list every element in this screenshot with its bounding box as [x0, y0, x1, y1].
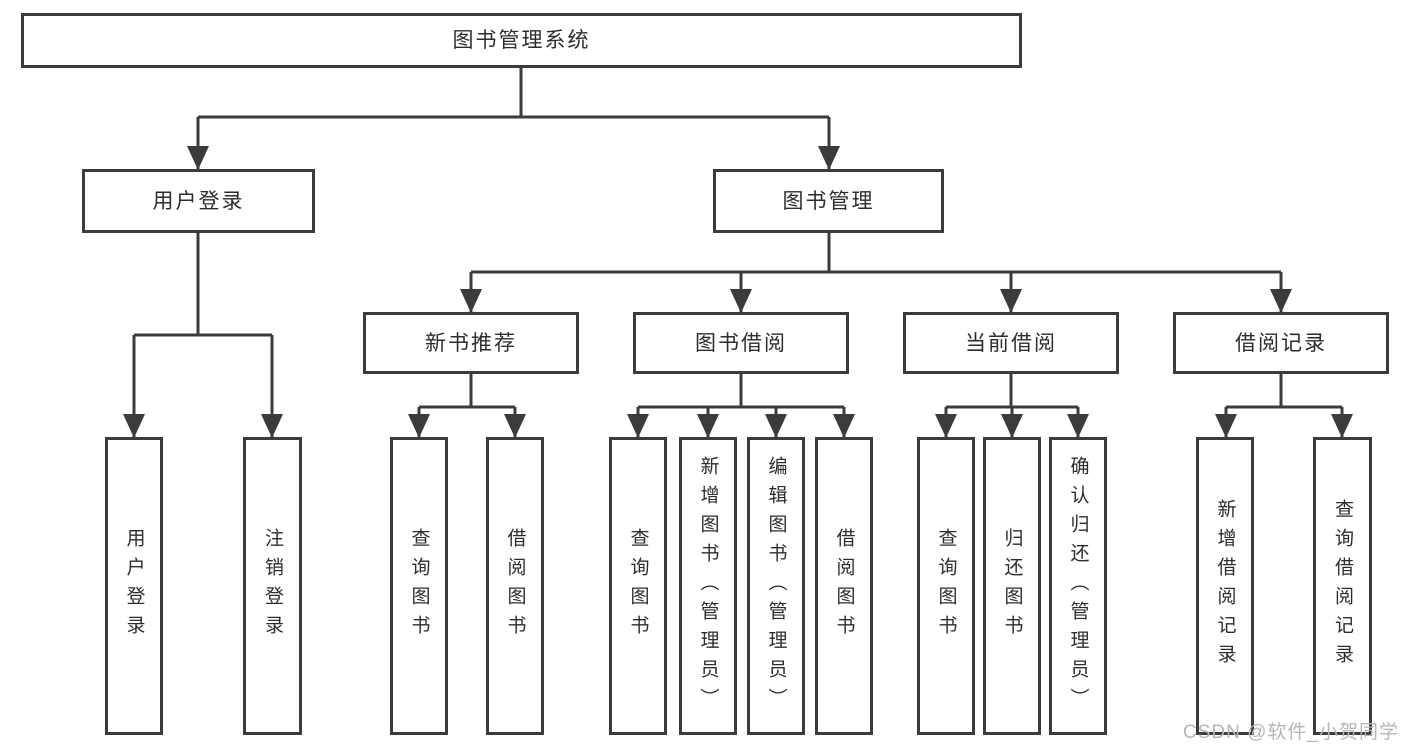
node-system-root: 图书管理系统 — [21, 13, 1022, 68]
node-borrowing-records: 借阅记录 — [1173, 312, 1389, 374]
node-label-book-management: 图书管理 — [782, 189, 875, 213]
node-label-leaf-borrow-books-recommend: 借阅图书 — [504, 528, 526, 644]
node-current-borrowing: 当前借阅 — [903, 312, 1119, 374]
node-book-management: 图书管理 — [713, 169, 944, 233]
node-leaf-logout: 注销登录 — [243, 437, 302, 735]
node-label-leaf-query-books-recommend: 查询图书 — [408, 528, 430, 644]
node-leaf-user-login: 用户登录 — [105, 437, 163, 735]
node-label-leaf-edit-book-admin: 编辑图书（管理员） — [765, 455, 787, 717]
node-label-leaf-query-borrow-record: 查询借阅记录 — [1332, 499, 1353, 673]
node-label-leaf-confirm-return-admin: 确认归还（管理员） — [1067, 455, 1089, 717]
node-label-book-borrowing: 图书借阅 — [695, 331, 787, 355]
node-leaf-add-borrow-record: 新增借阅记录 — [1196, 437, 1254, 735]
node-label-leaf-borrow-book: 借阅图书 — [833, 528, 855, 644]
node-leaf-confirm-return-admin: 确认归还（管理员） — [1049, 437, 1107, 735]
node-leaf-edit-book-admin: 编辑图书（管理员） — [747, 437, 805, 735]
node-label-leaf-return-book: 归还图书 — [1001, 528, 1023, 644]
node-label-new-book-recommend: 新书推荐 — [425, 331, 517, 355]
node-book-borrowing: 图书借阅 — [633, 312, 849, 374]
node-label-borrowing-records: 借阅记录 — [1235, 331, 1327, 355]
node-leaf-return-book: 归还图书 — [983, 437, 1041, 735]
node-label-system-root: 图书管理系统 — [452, 29, 591, 52]
node-leaf-query-books-recommend: 查询图书 — [390, 437, 448, 735]
node-label-user-login: 用户登录 — [152, 189, 245, 213]
node-leaf-query-borrow-record: 查询借阅记录 — [1313, 437, 1372, 735]
node-label-leaf-query-books-borrowing: 查询图书 — [627, 528, 649, 644]
node-leaf-query-books-current: 查询图书 — [917, 437, 975, 735]
node-leaf-borrow-books-recommend: 借阅图书 — [486, 437, 544, 735]
node-new-book-recommend: 新书推荐 — [363, 312, 579, 374]
node-leaf-borrow-book: 借阅图书 — [815, 437, 873, 735]
node-leaf-add-book-admin: 新增图书（管理员） — [679, 437, 737, 735]
node-leaf-query-books-borrowing: 查询图书 — [609, 437, 667, 735]
node-label-leaf-add-book-admin: 新增图书（管理员） — [697, 455, 719, 717]
node-user-login: 用户登录 — [82, 169, 315, 233]
node-label-current-borrowing: 当前借阅 — [965, 331, 1057, 355]
node-label-leaf-user-login: 用户登录 — [123, 528, 145, 644]
watermark: CSDN @软件_小贺同学 — [1183, 722, 1399, 743]
node-label-leaf-query-books-current: 查询图书 — [935, 528, 957, 644]
node-label-leaf-add-borrow-record: 新增借阅记录 — [1214, 499, 1236, 673]
node-label-leaf-logout: 注销登录 — [262, 528, 283, 644]
